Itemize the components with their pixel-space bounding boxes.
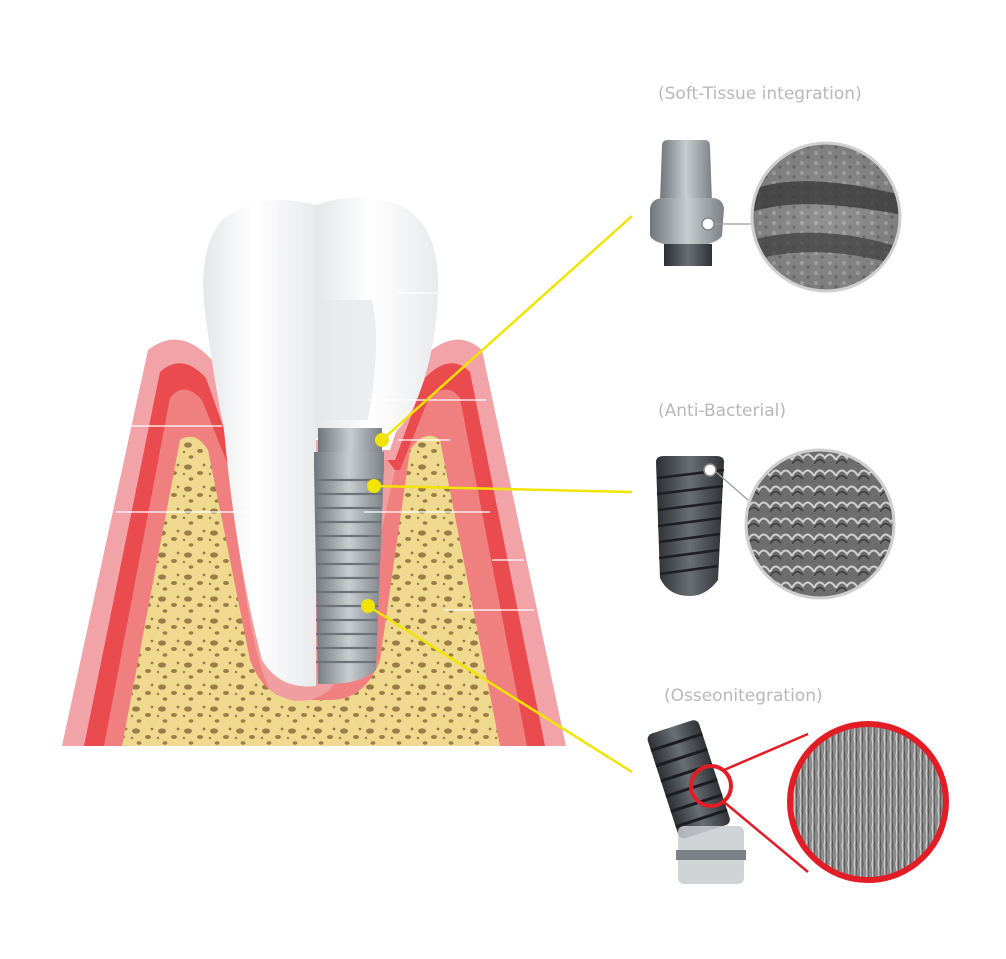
jaw-bone bbox=[122, 435, 500, 746]
annotation-ticks bbox=[116, 292, 534, 611]
implant-crown bbox=[316, 197, 439, 439]
abutment-icon bbox=[650, 140, 752, 266]
implant-fixture-icon bbox=[656, 456, 749, 596]
angled-implant-icon bbox=[647, 720, 809, 884]
sem-surface-icon-2 bbox=[744, 448, 896, 600]
caption-osseointegration: (Osseonitegration) bbox=[664, 686, 823, 706]
natural-tooth bbox=[203, 200, 316, 687]
sem-surface-icon-3 bbox=[787, 721, 949, 883]
caption-anti-bacterial: (Anti-Bacterial) bbox=[658, 401, 786, 421]
sem-surface-icon bbox=[750, 141, 902, 293]
leader-dots bbox=[361, 433, 389, 613]
caption-soft-tissue: (Soft-Tissue integration) bbox=[658, 84, 862, 104]
implant-body bbox=[314, 428, 384, 684]
leader-lines bbox=[367, 215, 633, 774]
